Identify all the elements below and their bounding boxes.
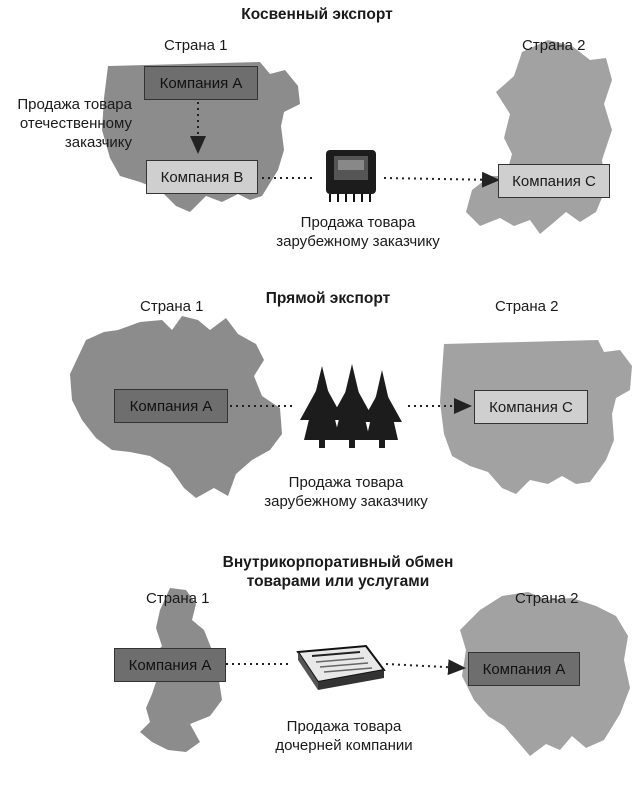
indirect-country-1-label: Страна 1 bbox=[164, 37, 228, 54]
domestic-sale-line-2: отечественному bbox=[19, 115, 132, 132]
indirect-company-c-box: Компания С bbox=[498, 164, 610, 198]
direct-foreign-sale-line-2: зарубежному заказчику bbox=[264, 493, 428, 510]
direct-company-a-box: Компания А bbox=[114, 389, 228, 423]
direct-country-1-label: Страна 1 bbox=[140, 298, 204, 315]
intracorporate-country-2-label: Страна 2 bbox=[515, 590, 579, 607]
intracorporate-title-line-2: товарами или услугами bbox=[246, 573, 430, 590]
domestic-sale-line-1: Продажа товара bbox=[17, 96, 132, 113]
intracorporate-country-1-label: Страна 1 bbox=[146, 590, 210, 607]
connector-newspaper-to-a bbox=[385, 659, 466, 676]
intracorporate-title-line-1: Внутрикорпоративный обмен bbox=[222, 554, 454, 571]
indirect-company-a-box: Компания А bbox=[144, 66, 258, 100]
indirect-foreign-sale-line-2: зарубежному заказчику bbox=[276, 233, 440, 250]
microchip-icon bbox=[326, 150, 376, 202]
connector-goods-to-c bbox=[383, 171, 500, 188]
intracorporate-company-a1-box: Компания А bbox=[114, 648, 226, 682]
pine-trees-icon bbox=[300, 364, 402, 448]
indirect-export-title: Косвенный экспорт bbox=[241, 6, 393, 23]
domestic-sale-line-3: заказчику bbox=[64, 134, 132, 151]
direct-company-c-box: Компания С bbox=[474, 390, 588, 424]
subsidiary-sale-line-1: Продажа товара bbox=[286, 718, 402, 735]
direct-export-title: Прямой экспорт bbox=[265, 290, 391, 307]
intracorporate-company-a2-box: Компания А bbox=[468, 652, 580, 686]
indirect-company-b-box: Компания В bbox=[146, 160, 258, 194]
direct-country-2-label: Страна 2 bbox=[495, 298, 559, 315]
newspaper-icon bbox=[296, 644, 386, 690]
subsidiary-sale-line-2: дочерней компании bbox=[275, 737, 413, 754]
indirect-country-2-label: Страна 2 bbox=[522, 37, 586, 54]
europe-map bbox=[466, 40, 612, 234]
indirect-foreign-sale-line-1: Продажа товара bbox=[300, 214, 416, 231]
direct-foreign-sale-line-1: Продажа товара bbox=[288, 474, 404, 491]
